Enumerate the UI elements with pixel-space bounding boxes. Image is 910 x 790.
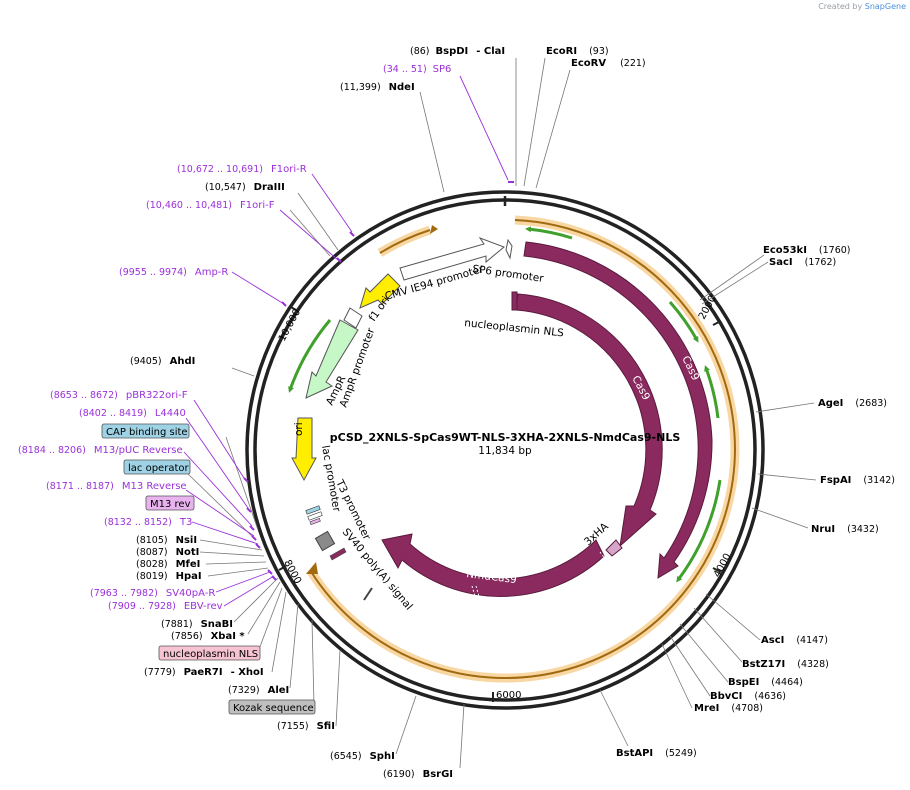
backbone-outer [245,190,765,710]
site-f1ori-f: (10,460 .. 10,481)F1ori-F [146,200,275,211]
ori-arrow [291,417,317,482]
site-fspai: FspAI(3142) [820,475,895,486]
primer-marks [243,181,514,581]
ampr-promoter-box [343,307,363,329]
nucleoplasmin-nls-box [511,291,518,311]
site-saci: SacI(1762) [769,257,836,268]
credit-text: Created by [818,2,863,11]
site-t3: (8132 .. 8152)T3 [104,517,192,528]
site-noti: (8087)NotI [136,547,199,558]
site-sv40pa-r: (7963 .. 7982)SV40pA-R [90,588,215,599]
primer-lines [183,75,509,607]
site-sfii: (7155)SfiI [277,721,335,732]
site-draiii: (10,547)DraIII [205,182,285,193]
plasmid-name: pCSD_2XNLS-SpCas9WT-NLS-3XHA-2XNLS-NmdCa… [330,431,681,444]
sv40-small-feature [329,547,347,561]
lac-elements [305,505,323,525]
site-ecorv: EcoRV(221) [571,58,646,69]
site-bbvci: BbvCI(4636) [710,691,786,702]
site-sphi: (6545)SphI [330,751,395,762]
site-ecori: EcoRI(93) [546,46,609,57]
site-f1ori-r: (10,672 .. 10,691)F1ori-R [177,164,307,175]
green-arrows [288,226,722,583]
sp6-promoter-marker [505,238,513,260]
f1-ori-arrow [359,273,401,309]
site-amp-r: (9955 .. 9974)Amp-R [119,267,228,278]
site-ndei: (11,399)NdeI [340,82,415,93]
site-paer7i: (7779)PaeR7I- XhoI [144,667,264,678]
snapgene-credit: Created by SnapGene [818,2,906,11]
badge-m13-rev: M13 rev [150,499,191,510]
badge-cap-binding-site: CAP binding site [106,427,188,438]
label-ori: ori [293,422,305,436]
site-bsrgi: (6190)BsrGI [383,769,453,780]
site-snabi: (7881)SnaBI [161,619,233,630]
site-bspei: BspEI(4464) [728,677,803,688]
site-bstz17i: BstZ17I(4328) [742,659,829,670]
site-mfei: (8028)MfeI [136,559,200,570]
site-m13-reverse: (8171 .. 8187)M13 Reverse [46,481,187,492]
orange-feature-right [306,215,740,683]
orange-feature-left [377,225,438,257]
cmv-promoter-arrow [399,236,505,281]
feature-badges: CAP binding site lac operator M13 rev nu… [101,423,316,715]
site-bspdi: (86)BspDI- ClaI [410,46,505,57]
site-ahdi: (9405)AhdI [130,356,195,367]
site-hpai: (8019)HpaI [136,571,202,582]
plasmid-size: 11,834 bp [478,445,532,457]
cas9-outer-arrow [523,241,713,579]
badge-nucleoplasmin-nls: nucleoplasmin NLS [163,649,258,660]
nmdcas9-arrow [381,533,605,597]
sv40-polya-box [314,530,336,552]
site-mrei: MreI(4708) [694,703,763,714]
site-bstapi: BstAPI(5249) [616,748,697,759]
site-xbai: (7856)XbaI * [171,631,245,642]
badge-lac-operator: lac operator [128,463,189,474]
ampr-arrow [305,319,359,399]
site-nsii: (8105)NsiI [136,535,197,546]
label-nucleoplasmin-nls: nucleoplasmin NLS [464,317,565,339]
site-labels: (86)BspDI- ClaI EcoRI(93) EcoRV(221) (34… [18,46,895,780]
site-alei: (7329)AleI [228,685,289,696]
three-xha-arrow [605,539,623,557]
site-m13-puc-reverse: (8184 .. 8206)M13/pUC Reverse [18,445,183,456]
snapgene-logo: SnapGene [864,2,906,11]
leader-lines [185,57,817,769]
site-agei: AgeI(2683) [818,398,887,409]
site-ebv-rev: (7909 .. 7928)EBV-rev [108,601,223,612]
site-l4440: (8402 .. 8419)L4440 [79,408,186,419]
label-lac-promoter: lac promoter [319,444,343,513]
site-nrui: NruI(3432) [811,524,879,535]
site-eco53ki: Eco53kI(1760) [763,245,851,256]
site-sp6: (34 .. 51)SP6 [383,64,451,75]
tick-6000: 6000 [496,690,521,701]
site-pbr322ori-f: (8653 .. 8672)pBR322ori-F [50,390,188,401]
badge-kozak-sequence: Kozak sequence [233,703,314,714]
kozak-feature [363,587,373,601]
site-asci: AscI(4147) [761,635,828,646]
